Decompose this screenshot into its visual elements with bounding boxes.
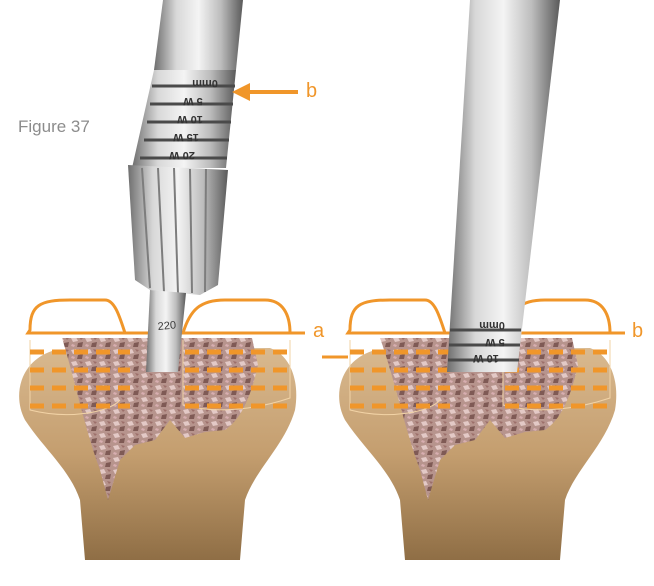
figure-caption: Figure 37 xyxy=(18,117,90,137)
right-plateau-outline xyxy=(348,300,445,333)
left-instrument: 220 0mm 5 W 10 W 15 W 20 W xyxy=(128,0,243,372)
callout-right-plateau: b xyxy=(632,320,643,343)
left-depth-15w: 15 W xyxy=(173,131,199,143)
left-plateau-outline xyxy=(28,300,125,333)
left-rod-mark: 220 xyxy=(157,319,176,333)
callout-left-top: b xyxy=(306,80,317,103)
left-depth-20w: 20 W xyxy=(169,149,195,161)
left-top-arrow xyxy=(232,83,298,101)
right-depth-10w: 10 W xyxy=(473,352,499,364)
right-instrument: 0mm 5 W 10 W xyxy=(447,0,560,372)
callout-left-plateau: a xyxy=(313,320,324,343)
left-depth-0mm: 0mm xyxy=(192,77,218,89)
left-plateau-outline-2 xyxy=(183,300,290,333)
right-depth-0mm: 0mm xyxy=(479,319,505,331)
left-depth-10w: 10 W xyxy=(177,113,203,125)
left-depth-5w: 5 W xyxy=(183,95,203,107)
right-depth-5w: 5 W xyxy=(485,336,505,348)
